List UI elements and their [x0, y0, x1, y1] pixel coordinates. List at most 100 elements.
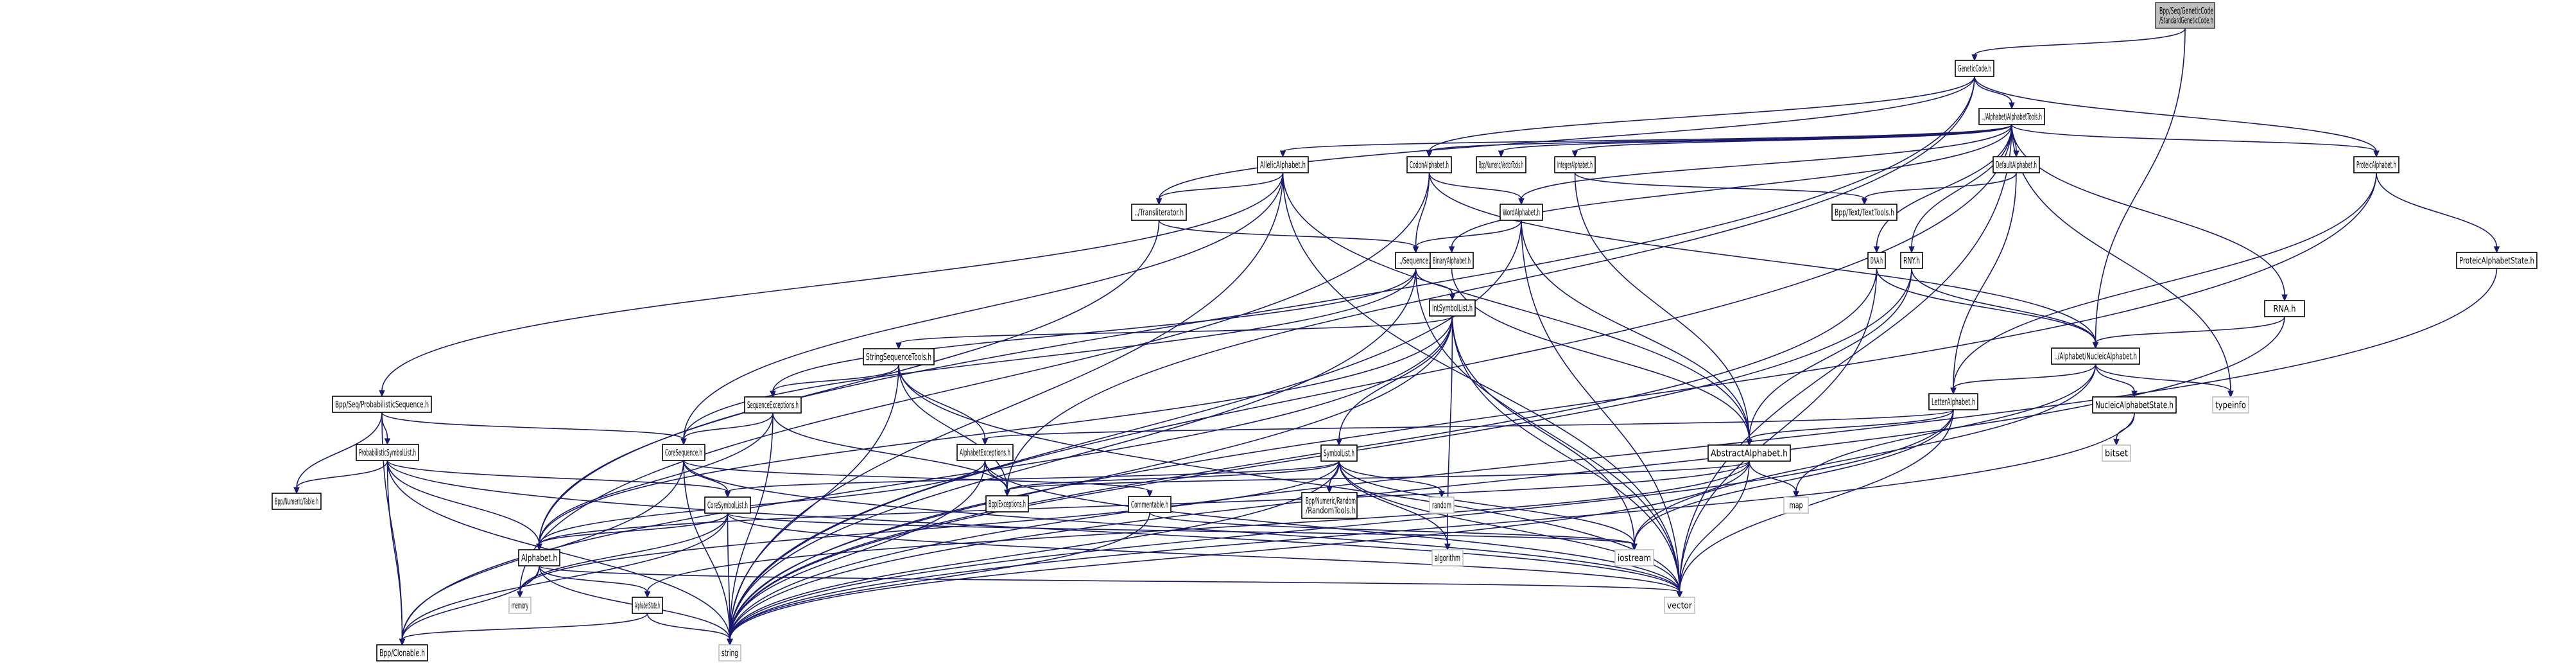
edge-rny-to-abstractalphabet: [1749, 268, 1912, 441]
node-nucleic[interactable]: ../Alphabet/NucleicAlphabet.h: [2051, 347, 2140, 365]
edge-alphabettools-to-typeinfo: [2011, 124, 2231, 392]
node-rny[interactable]: RNY.h: [1900, 252, 1923, 269]
edge-transliterator-to-sequence: [1158, 220, 1417, 248]
node-default[interactable]: DefaultAlphabet.h: [1993, 156, 2040, 173]
node-box: [1783, 496, 1809, 514]
node-label: Bpp/Clonable.h: [379, 649, 425, 659]
node-geneticcode[interactable]: GeneticCode.h: [1955, 60, 1994, 77]
node-alphabettools[interactable]: ../Alphabet/AlphabetTools.h: [1978, 108, 2045, 125]
node-integer[interactable]: IntegerAlphabet.h: [1554, 156, 1596, 173]
arrowhead-alphabettools-to-vectortools: [1498, 150, 1505, 158]
node-allelic[interactable]: AllelicAlphabet.h: [1257, 156, 1309, 173]
node-texttools[interactable]: Bpp/Text/TextTools.h: [1831, 204, 1897, 221]
arrowhead-symbollist-to-coresymbollist: [724, 491, 731, 498]
edge-letter-to-alphabetexceptions: [984, 409, 1954, 440]
edge-probsymlist-to-clonable: [386, 460, 403, 640]
node-label: ProteicAlphabet.h: [2356, 161, 2396, 171]
arrowhead-alphabet-to-vector: [1676, 591, 1683, 599]
node-box: [2051, 347, 2140, 365]
node-box: [1430, 252, 1474, 269]
edge-alphabettools-to-vector: [1679, 124, 2012, 593]
node-dna[interactable]: DNA.h: [1867, 252, 1886, 269]
node-abstractalphabet[interactable]: AbstractAlphabet.h: [1707, 444, 1791, 462]
edge-alphabet-to-clonable: [401, 565, 540, 640]
edge-probsymlist-to-alphabet: [386, 460, 540, 545]
edge-nucleic-to-typeinfo: [2095, 364, 2231, 392]
edge-binary-to-abstractalphabet: [1451, 268, 1750, 441]
node-codon[interactable]: CodonAlphabet.h: [1406, 156, 1452, 173]
edge-stringseqtools-to-vector: [898, 364, 1681, 593]
node-transliterator[interactable]: ../Transliterator.h: [1131, 204, 1187, 221]
node-box: [376, 644, 428, 662]
edge-abstractalphabet-to-string: [729, 460, 1750, 640]
arrowhead-seqexceptions-to-coresequence: [680, 438, 687, 446]
node-intsymbollist[interactable]: IntSymbolList.h: [1429, 299, 1476, 317]
node-coresymbollist[interactable]: CoreSymbolList.h: [704, 496, 751, 514]
node-box: [2092, 396, 2177, 414]
arrowhead-root-to-geneticcode: [1971, 54, 1978, 62]
edge-proteic-to-proteicstate: [2376, 172, 2498, 248]
node-seqexceptions[interactable]: SequenceExceptions.h: [744, 396, 802, 414]
edge-seqexceptions-to-alphabet: [539, 412, 774, 545]
node-proteic[interactable]: ProteicAlphabet.h: [2353, 156, 2399, 173]
node-sequence[interactable]: ../Sequence.h: [1395, 252, 1437, 269]
node-letter[interactable]: LetterAlphabet.h: [1928, 393, 1978, 410]
edge-symbollist-to-memory: [519, 460, 1340, 593]
edge-alphabetstate-to-string: [646, 613, 730, 640]
node-alphabetexceptions[interactable]: AlphabetExceptions.h: [956, 444, 1014, 461]
node-algorithm: algorithm: [1431, 549, 1464, 566]
edge-symbollist-to-string: [729, 460, 1340, 640]
node-box: [1614, 549, 1654, 566]
node-probsymlist[interactable]: ProbabilisticSymbolList.h: [356, 444, 419, 461]
node-box: [1476, 156, 1526, 173]
node-label: iostream: [1618, 554, 1651, 564]
edge-codon-to-nucleic: [1428, 172, 2096, 344]
node-nucleicstate[interactable]: NucleicAlphabetState.h: [2092, 396, 2177, 414]
node-label: GeneticCode.h: [1958, 64, 1991, 74]
arrowhead-nucleicstate-to-bitset: [2113, 439, 2120, 446]
edge-codon-to-word: [1428, 172, 1522, 200]
node-symbollist[interactable]: SymbolList.h: [1320, 444, 1358, 462]
node-coresequence[interactable]: CoreSequence.h: [662, 444, 705, 461]
node-label: algorithm: [1435, 554, 1460, 564]
node-box: [704, 496, 751, 514]
node-table[interactable]: Bpp/Numeric/Table.h: [272, 493, 322, 510]
node-probseq[interactable]: Bpp/Seq/ProbabilisticSequence.h: [332, 396, 432, 413]
arrowhead-alphabet-to-memory: [517, 591, 523, 599]
node-label: bitset: [2105, 449, 2128, 459]
node-vectortools[interactable]: Bpp/Numeric/VectorTools.h: [1476, 156, 1526, 173]
arrowhead-nucleic-to-typeinfo: [2227, 390, 2234, 398]
edge-letter-to-abstractalphabet: [1749, 409, 1954, 441]
node-label: IntegerAlphabet.h: [1557, 161, 1593, 171]
node-alphabetstate[interactable]: AlphabetState.h: [632, 597, 663, 614]
node-exceptions[interactable]: Bpp/Exceptions.h: [985, 495, 1029, 513]
edge-alphabettools-to-integer: [1574, 124, 2012, 152]
node-box: [508, 597, 532, 614]
node-label: Bpp/Seq/GeneticCode: [2159, 6, 2213, 17]
node-proteicstate[interactable]: ProteicAlphabetState.h: [2456, 252, 2537, 269]
node-root[interactable]: Bpp/Seq/GeneticCode/StandardGeneticCode.…: [2155, 2, 2215, 29]
arrowhead-alphabettools-to-rna: [2281, 294, 2288, 302]
edge-commentable-to-string: [729, 512, 1150, 640]
node-word[interactable]: WordAlphabet.h: [1500, 204, 1543, 221]
arrowhead-symbollist-to-algorithm: [1444, 543, 1451, 551]
edge-symbollist-to-vector: [1338, 460, 1681, 593]
node-alphabet[interactable]: Alphabet.h: [518, 549, 560, 566]
node-label: ../Transliterator.h: [1134, 208, 1184, 218]
node-rna[interactable]: RNA.h: [2264, 300, 2305, 317]
node-label: Commentable.h: [1131, 500, 1168, 511]
node-stringseqtools[interactable]: StringSequenceTools.h: [863, 348, 935, 365]
edge-alphabettools-to-allelic: [1282, 124, 2012, 152]
edge-alphabettools-to-proteic: [2011, 124, 2377, 152]
node-box: [1867, 252, 1886, 269]
edge-dna-to-nucleic: [1876, 268, 2096, 344]
node-clonable[interactable]: Bpp/Clonable.h: [376, 644, 428, 662]
node-randomtools[interactable]: Bpp/Numeric/Random/RandomTools.h: [1301, 492, 1358, 519]
node-box: [1500, 204, 1543, 221]
node-memory: memory: [508, 597, 532, 614]
node-typeinfo: typeinfo: [2212, 396, 2249, 414]
node-commentable[interactable]: Commentable.h: [1128, 496, 1171, 513]
node-label: Bpp/Numeric/Table.h: [275, 497, 318, 507]
node-box: [1707, 444, 1791, 462]
node-binary[interactable]: BinaryAlphabet.h: [1430, 252, 1474, 269]
